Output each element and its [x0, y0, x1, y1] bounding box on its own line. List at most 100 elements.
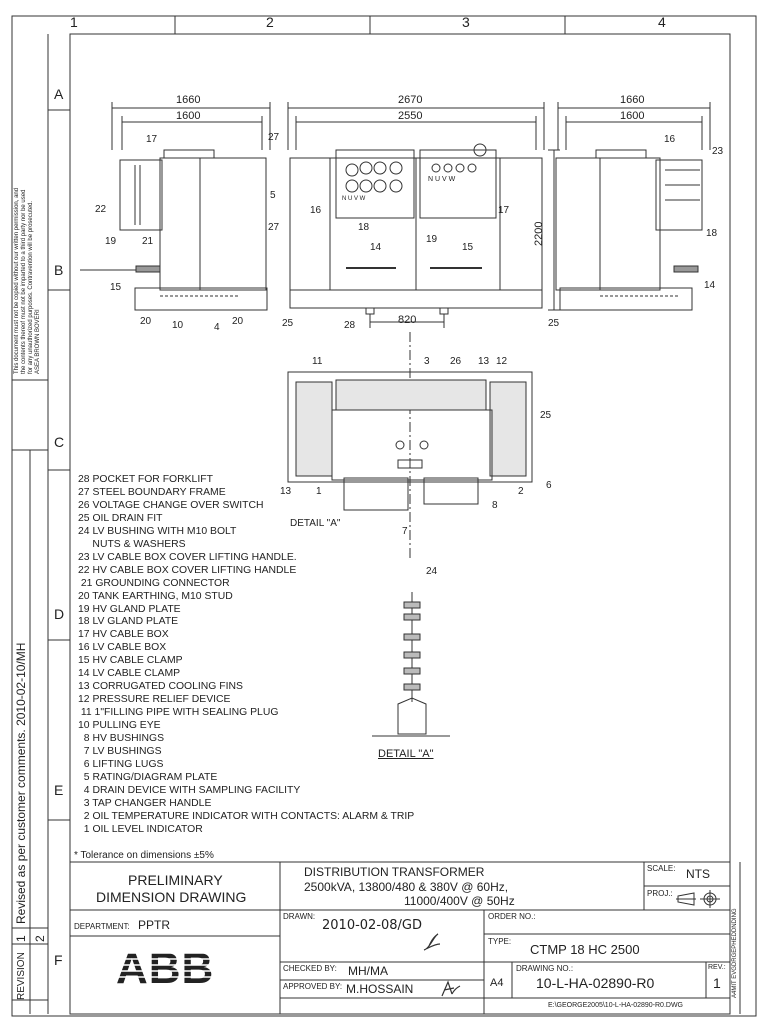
- callout-p-3: 3: [424, 356, 430, 367]
- legend-item: 7 LV BUSHINGS: [78, 746, 162, 758]
- legend-item: 24 LV BUSHING WITH M10 BOLT: [78, 525, 237, 537]
- callout-p-11: 11: [312, 356, 323, 367]
- drawing-frame: [69, 33, 731, 1015]
- callout-r-23: 23: [712, 146, 724, 157]
- department-label: DEPARTMENT:: [74, 922, 130, 931]
- legend-item: 22 HV CABLE BOX COVER LIFTING HANDLE: [78, 564, 297, 576]
- revision-text-1: Revised as per customer comments. 2010-0…: [14, 642, 28, 924]
- callout-l-10: 10: [172, 320, 184, 331]
- dim-height: 2200: [533, 221, 545, 246]
- dim-front-inner: 2550: [398, 110, 423, 122]
- legend-item: 10 PULLING EYE: [78, 720, 161, 732]
- legend-item: 20 TANK EARTHING, M10 STUD: [78, 590, 233, 602]
- description-line2: 2500kVA, 13800/480 & 380V @ 60Hz,: [304, 880, 509, 894]
- description-line1: DISTRIBUTION TRANSFORMER: [304, 865, 485, 879]
- projection-symbol-icon: [676, 890, 720, 908]
- drawing-type-line2: DIMENSION DRAWING: [96, 889, 247, 905]
- sheet-size: A4: [490, 977, 504, 989]
- callout-p-7: 7: [402, 526, 408, 537]
- scale-label: SCALE:: [647, 864, 676, 873]
- callout-p-12: 12: [496, 356, 508, 367]
- callout-l-19: 19: [105, 236, 117, 247]
- tolerance-note: * Tolerance on dimensions ±5%: [74, 850, 214, 861]
- revision-no-1: 1: [14, 935, 28, 942]
- grid-row-d: D: [54, 606, 65, 622]
- right-side-view: [555, 102, 711, 311]
- callout-r-25: 25: [548, 318, 560, 329]
- approved-label: APPROVED BY:: [283, 982, 343, 991]
- callout-p-8: 8: [492, 500, 498, 511]
- callout-detail-24: 24: [426, 566, 438, 577]
- drawn-value: 2010-02-08/GD: [322, 918, 423, 933]
- callout-r-18: 18: [706, 228, 718, 239]
- callout-f-17: 17: [498, 205, 510, 216]
- approved-value: M.HOSSAIN: [346, 982, 414, 996]
- grid-col-2: 2: [266, 14, 274, 30]
- rev-label: REV.:: [708, 964, 726, 971]
- callout-f-16: 16: [310, 205, 322, 216]
- dim-side-inner-left: 1600: [176, 110, 201, 122]
- legend-item: 25 OIL DRAIN FIT: [78, 512, 163, 524]
- grid-col-1: 1: [70, 14, 78, 30]
- callout-f-15: 15: [462, 242, 474, 253]
- type-label: TYPE:: [488, 937, 512, 946]
- legend-item: 6 LIFTING LUGS: [78, 758, 164, 770]
- side-stamp: A4MIT EVGDRGEPHEDDNDING: [732, 908, 738, 998]
- legend-item: 15 HV CABLE CLAMP: [78, 655, 183, 667]
- callout-l-15: 15: [110, 282, 122, 293]
- legend-item: NUTS & WASHERS: [78, 538, 186, 550]
- abb-logo-text: ABB: [116, 945, 214, 989]
- legend-item: 19 HV GLAND PLATE: [78, 603, 181, 615]
- legend-item: 21 GROUNDING CONNECTOR: [78, 577, 230, 589]
- callout-p-6: 6: [546, 480, 552, 491]
- drawn-signature: [423, 933, 441, 951]
- grid-col-4: 4: [658, 14, 666, 30]
- callout-p-26: 26: [450, 356, 462, 367]
- revision-label: REVISION: [16, 952, 27, 1000]
- copyright-line-3: for any unauthorized purposes. Contraven…: [28, 200, 34, 374]
- drawing-type-line1: PRELIMINARY: [128, 872, 223, 888]
- detail-a-ref: DETAIL "A": [290, 518, 341, 529]
- dim-wheel-span: 820: [398, 314, 417, 326]
- approved-signature: [441, 980, 461, 997]
- left-side-view: [80, 102, 271, 311]
- legend-item: 13 CORRUGATED COOLING FINS: [78, 681, 243, 693]
- callout-l-27: 27: [268, 132, 280, 143]
- callout-l-5: 5: [270, 190, 276, 201]
- front-view: [287, 102, 560, 328]
- legend-item: 11 1"FILLING PIPE WITH SEALING PLUG: [78, 707, 279, 719]
- department-value: PPTR: [138, 918, 171, 932]
- legend-item: 3 TAP CHANGER HANDLE: [78, 797, 212, 809]
- dim-side-inner-right: 1600: [620, 110, 645, 122]
- drawing-no-value: 10-L-HA-02890-R0: [536, 975, 655, 991]
- type-value: CTMP 18 HC 2500: [530, 942, 640, 957]
- rev-value: 1: [713, 975, 721, 991]
- legend-item: 28 POCKET FOR FORKLIFT: [78, 474, 213, 485]
- copyright-line-2: the contents thereof must not be imparte…: [21, 189, 27, 374]
- detail-a-title: DETAIL "A": [378, 748, 434, 760]
- detail-a: [372, 592, 450, 737]
- legend-item: 2 OIL TEMPERATURE INDICATOR WITH CONTACT…: [78, 810, 415, 822]
- legend-item: 1 OIL LEVEL INDICATOR: [78, 823, 203, 835]
- callout-f-14: 14: [370, 242, 382, 253]
- grid-row-c: C: [54, 434, 65, 450]
- callout-f-19: 19: [426, 234, 438, 245]
- legend-item: 14 LV CABLE CLAMP: [78, 668, 181, 680]
- callout-f-28: 28: [344, 320, 356, 331]
- callout-r-16: 16: [664, 134, 676, 145]
- abb-logo: ABB: [116, 944, 232, 993]
- callout-p-1: 1: [316, 486, 322, 497]
- grid-row-a: A: [54, 86, 64, 102]
- legend-item: 4 DRAIN DEVICE WITH SAMPLING FACILITY: [78, 784, 301, 796]
- callout-l-17: 17: [146, 134, 158, 145]
- callout-f-25: 25: [282, 318, 294, 329]
- callout-l-20b: 20: [232, 316, 244, 327]
- hv-bushing-label: N U V W: [428, 176, 456, 183]
- legend-item: 18 LV GLAND PLATE: [78, 616, 179, 628]
- grid-row-e: E: [54, 782, 64, 798]
- scale-value: NTS: [686, 867, 710, 881]
- grid-col-3: 3: [462, 14, 470, 30]
- legend-item: 16 LV CABLE BOX: [78, 642, 167, 654]
